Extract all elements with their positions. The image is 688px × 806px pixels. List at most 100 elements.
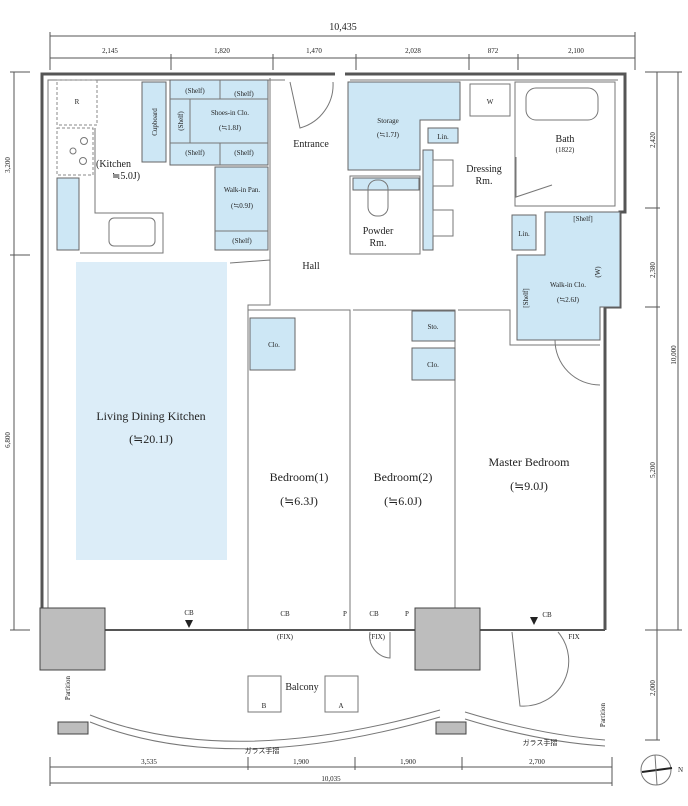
column: [39, 607, 106, 671]
unit-b-label: B: [262, 702, 267, 710]
unit-b: [247, 675, 282, 713]
master-door[interactable]: [554, 339, 601, 386]
cupboard: [141, 81, 167, 163]
north-compass-icon: N: [640, 754, 683, 786]
sto-label: Sto.: [427, 323, 438, 331]
cb-marker: [530, 617, 538, 625]
dim-right: 2,380: [649, 262, 657, 278]
wic-shelf-label: [Shelf]: [522, 288, 530, 307]
dim-top: 2,028: [405, 47, 421, 55]
dim-bottom: 1,900: [400, 758, 416, 766]
stove: [56, 127, 94, 176]
bath-size: (1822): [556, 146, 575, 154]
walk-in-closet: [516, 211, 621, 341]
hall-label: Hall: [302, 261, 319, 272]
dim-top: 1,470: [306, 47, 322, 55]
washer-space: [469, 83, 511, 117]
bedroom-2-label: Bedroom(2): [374, 470, 433, 484]
ldk-label: Living Dining Kitchen: [96, 409, 205, 423]
dim-top: 872: [488, 47, 499, 55]
closet-label: Clo.: [268, 341, 280, 349]
washer-label: W: [487, 98, 494, 106]
fridge-space: [56, 79, 98, 126]
bedroom-2-area: (≒6.0J): [384, 494, 422, 508]
cb-marker: [185, 620, 193, 628]
fix-label: FIX: [568, 633, 579, 641]
bathtub: [525, 87, 599, 121]
dim-right: 2,000: [649, 680, 657, 696]
shoes-in-closet: [169, 79, 269, 166]
entrance-door[interactable]: [289, 81, 334, 129]
closet-label: Clo.: [427, 361, 439, 369]
dim-right-total: 10,000: [670, 345, 678, 365]
storage: [347, 81, 461, 171]
cb-label: CB: [542, 611, 552, 619]
linen-label: Lin.: [518, 230, 530, 238]
wic-w-label: (W): [594, 266, 602, 278]
storage-label: Storage: [377, 117, 398, 125]
top-dimension-lines: [49, 32, 636, 70]
dim-right: 2,420: [649, 132, 657, 148]
closet: [411, 347, 456, 381]
bath-label: Bath: [556, 134, 575, 145]
dim-left: 6,800: [4, 432, 12, 448]
bath: [514, 81, 616, 207]
linen-label: Lin.: [437, 133, 449, 141]
dim-top: 2,100: [568, 47, 584, 55]
glass-railing-label: ガラス手摺: [245, 746, 280, 755]
balcony-door[interactable]: [511, 631, 570, 707]
dim-top: 1,820: [214, 47, 230, 55]
shoes-closet-label: Shoes-in Clo.: [211, 109, 249, 117]
balcony-label: Balcony: [285, 682, 318, 693]
partition-label: Partition: [599, 702, 607, 727]
dressing-room-label: Rm.: [476, 176, 493, 187]
p-label: P: [343, 610, 347, 618]
kitchen-sink: [108, 217, 156, 247]
shelf-label: (Shelf): [185, 149, 205, 157]
bedroom-1-label: Bedroom(1): [270, 470, 329, 484]
ldk-area: (≒20.1J): [129, 432, 173, 446]
shelf-label: (Shelf): [185, 87, 205, 95]
dim-bottom: 2,700: [529, 758, 545, 766]
kitchen-label: (Kitchen: [96, 159, 131, 170]
dim-right: 5,200: [649, 462, 657, 478]
wic-label: Walk-in Clo.: [550, 281, 586, 289]
master-bedroom-area: (≒9.0J): [510, 479, 548, 493]
fix-label: (FIX): [369, 633, 386, 641]
dim-bottom: 1,900: [293, 758, 309, 766]
entrance-label: Entrance: [293, 139, 329, 150]
fix-label: (FIX): [277, 633, 294, 641]
shoes-closet-area: (≒1.8J): [219, 124, 242, 132]
closet: [249, 317, 296, 371]
unit-a-label: A: [338, 702, 343, 710]
shelf-label: (Shelf): [234, 149, 254, 157]
dim-top-total: 10,435: [329, 22, 357, 33]
cb-label: CB: [184, 609, 194, 617]
partition-label: Partition: [64, 675, 72, 700]
dim-bottom: 3,535: [141, 758, 157, 766]
cb-label: CB: [280, 610, 290, 618]
dim-bottom-total: 10,035: [321, 775, 341, 783]
column: [414, 607, 481, 671]
toilet: [367, 179, 389, 217]
dim-top: 2,145: [102, 47, 118, 55]
walk-in-pantry: [214, 166, 269, 251]
living-dining-kitchen: [76, 262, 227, 560]
balcony-door[interactable]: [369, 631, 391, 659]
wic-shelf-label: [Shelf]: [573, 215, 592, 223]
linen-cabinet: [427, 127, 459, 144]
powder-room-label: Powder: [363, 226, 394, 237]
storage-sto: [411, 310, 456, 342]
dim-left: 3,200: [4, 157, 12, 173]
unit-a: [324, 675, 359, 713]
powder-room-label: Rm.: [370, 238, 387, 249]
glass-railing-label: ガラス手摺: [523, 738, 558, 747]
wic-area: (≒2.6J): [557, 296, 580, 304]
pantry-label: Walk-in Pan.: [224, 186, 261, 194]
shelf-label: (Shelf): [234, 90, 254, 98]
fridge-label: R: [75, 98, 80, 106]
bedroom-1-area: (≒6.3J): [280, 494, 318, 508]
master-bedroom-label: Master Bedroom: [489, 455, 571, 469]
shelf-label: (Shelf): [232, 237, 252, 245]
pantry-area: (≒0.9J): [231, 202, 254, 210]
